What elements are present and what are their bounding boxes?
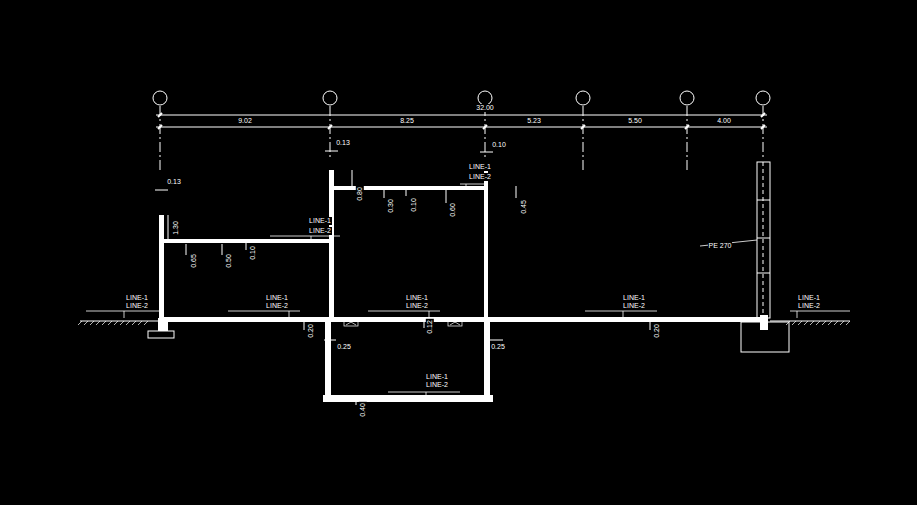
- level-tag: LINE-2: [425, 381, 449, 389]
- dimension-text: 8.25: [399, 117, 415, 125]
- level-tag: LINE-1: [797, 294, 821, 302]
- level-tag: LINE-1: [308, 217, 332, 225]
- dimension-text: 0.10: [249, 245, 257, 261]
- dimension-text: 0.80: [356, 186, 364, 202]
- dimension-text: 4.00: [716, 117, 732, 125]
- level-tag: LINE-1: [405, 294, 429, 302]
- level-tag: LINE-1: [425, 373, 449, 381]
- level-tag: LINE-2: [125, 302, 149, 310]
- dimension-text: 32.00: [475, 104, 495, 112]
- level-tag: LINE-2: [797, 302, 821, 310]
- level-tag: PE 270: [708, 242, 733, 250]
- dimension-text: 0.13: [166, 178, 182, 186]
- level-tag: LINE-2: [468, 173, 492, 181]
- dimension-text: 5.50: [627, 117, 643, 125]
- level-tag: LINE-1: [125, 294, 149, 302]
- dimension-text: 9.02: [237, 117, 253, 125]
- dimension-text: 0.60: [449, 202, 457, 218]
- dimension-text: 0.12: [426, 319, 434, 335]
- dimension-text: 0.10: [410, 197, 418, 213]
- level-tag: LINE-1: [265, 294, 289, 302]
- level-tag: LINE-1: [468, 163, 492, 171]
- dimension-text: 0.20: [653, 323, 661, 339]
- grid-axes: [153, 91, 770, 172]
- level-tag: LINE-2: [405, 302, 429, 310]
- level-tag: LINE-2: [622, 302, 646, 310]
- dimension-text: 0.25: [336, 343, 352, 351]
- dimension-text: 0.25: [490, 343, 506, 351]
- dimension-text: 0.20: [307, 323, 315, 339]
- dimension-text: 0.65: [190, 253, 198, 269]
- dimension-text: 0.45: [520, 199, 528, 215]
- dimension-text: 0.40: [359, 402, 367, 418]
- dimension-text: 0.10: [491, 141, 507, 149]
- dimension-text: 0.30: [387, 198, 395, 214]
- level-leaders: [86, 184, 850, 395]
- level-tag: LINE-1: [622, 294, 646, 302]
- dimension-text: 0.50: [225, 253, 233, 269]
- dimension-text: 5.23: [526, 117, 542, 125]
- level-tag: LINE-2: [265, 302, 289, 310]
- fence-column: [757, 162, 770, 318]
- dimension-text: 0.13: [335, 139, 351, 147]
- dimension-text: 1.30: [172, 220, 180, 236]
- level-tag: LINE-2: [308, 227, 332, 235]
- footing: [148, 331, 174, 338]
- dimension-lines: [155, 113, 767, 405]
- structure: [158, 170, 768, 402]
